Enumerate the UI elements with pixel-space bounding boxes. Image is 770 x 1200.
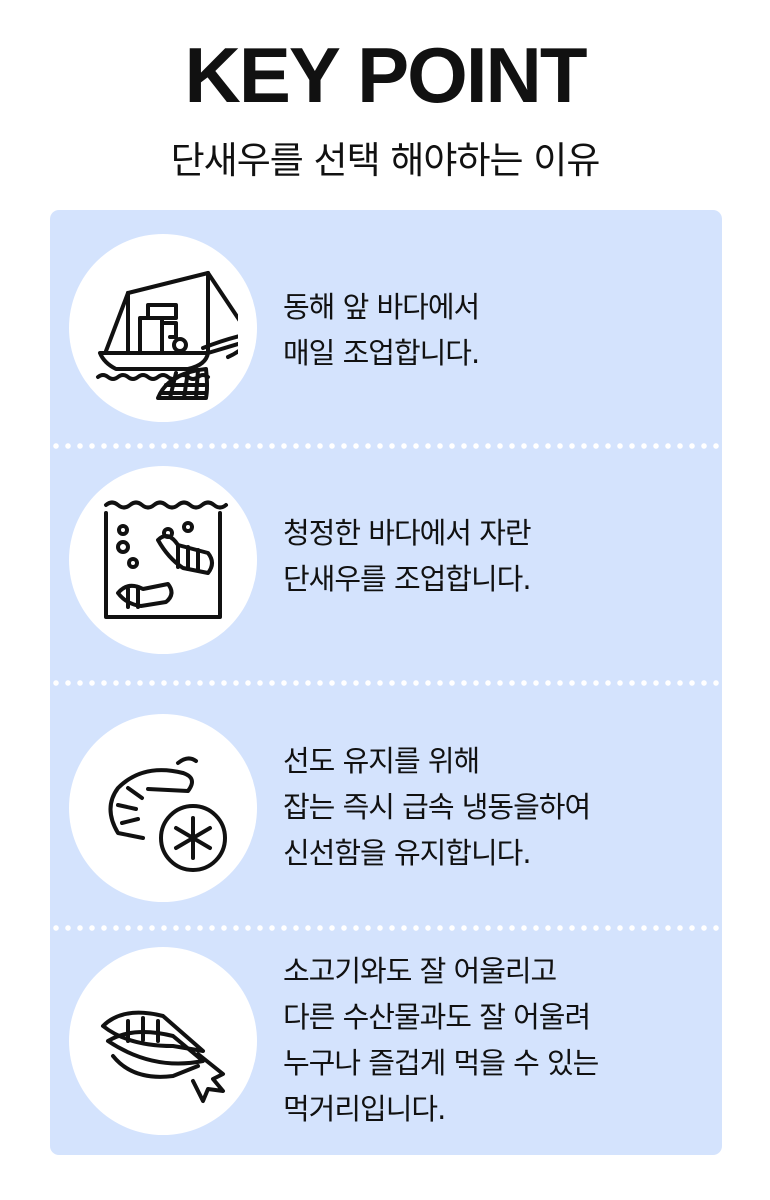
dotted-divider (50, 925, 722, 931)
point-1-line: 동해 앞 바다에서 (283, 290, 480, 324)
page-title: KEY POINT (184, 31, 588, 119)
page-subtitle: 단새우를 선택 해야하는 이유 (170, 139, 601, 182)
point-2-line: 청정한 바다에서 자란 (283, 516, 532, 550)
point-4-line: 다른 수산물과도 잘 어울려 (283, 1000, 591, 1034)
dotted-divider (50, 680, 722, 686)
frozen-shrimp-icon (69, 714, 257, 902)
point-4-line: 먹거리입니다. (283, 1092, 446, 1126)
point-3-line: 신선함을 유지합니다. (283, 836, 532, 870)
point-4-line: 누구나 즐겁게 먹을 수 있는 (283, 1046, 599, 1080)
point-4-text: 소고기와도 잘 어울리고 다른 수산물과도 잘 어울려 누구나 즐겁게 먹을 수… (283, 948, 599, 1132)
dotted-divider (50, 443, 722, 449)
point-3-line: 잡는 즉시 급속 냉동을하여 (283, 790, 591, 824)
point-2-line: 단새우를 조업합니다. (283, 562, 532, 596)
point-3-line: 선도 유지를 위해 (283, 744, 480, 778)
point-3-text: 선도 유지를 위해 잡는 즉시 급속 냉동을하여 신선함을 유지합니다. (283, 738, 591, 876)
fishing-boat-icon (69, 234, 257, 422)
point-2-text: 청정한 바다에서 자란 단새우를 조업합니다. (283, 510, 532, 602)
point-1-line: 매일 조업합니다. (283, 336, 480, 370)
shrimp-sushi-icon (69, 947, 257, 1135)
point-4-line: 소고기와도 잘 어울리고 (283, 954, 557, 988)
shrimp-in-water-icon (69, 466, 257, 654)
point-1-text: 동해 앞 바다에서 매일 조업합니다. (283, 284, 480, 376)
key-points-panel: 동해 앞 바다에서 매일 조업합니다. 청정한 바다에서 자란 단새우를 조업합… (50, 210, 722, 1155)
